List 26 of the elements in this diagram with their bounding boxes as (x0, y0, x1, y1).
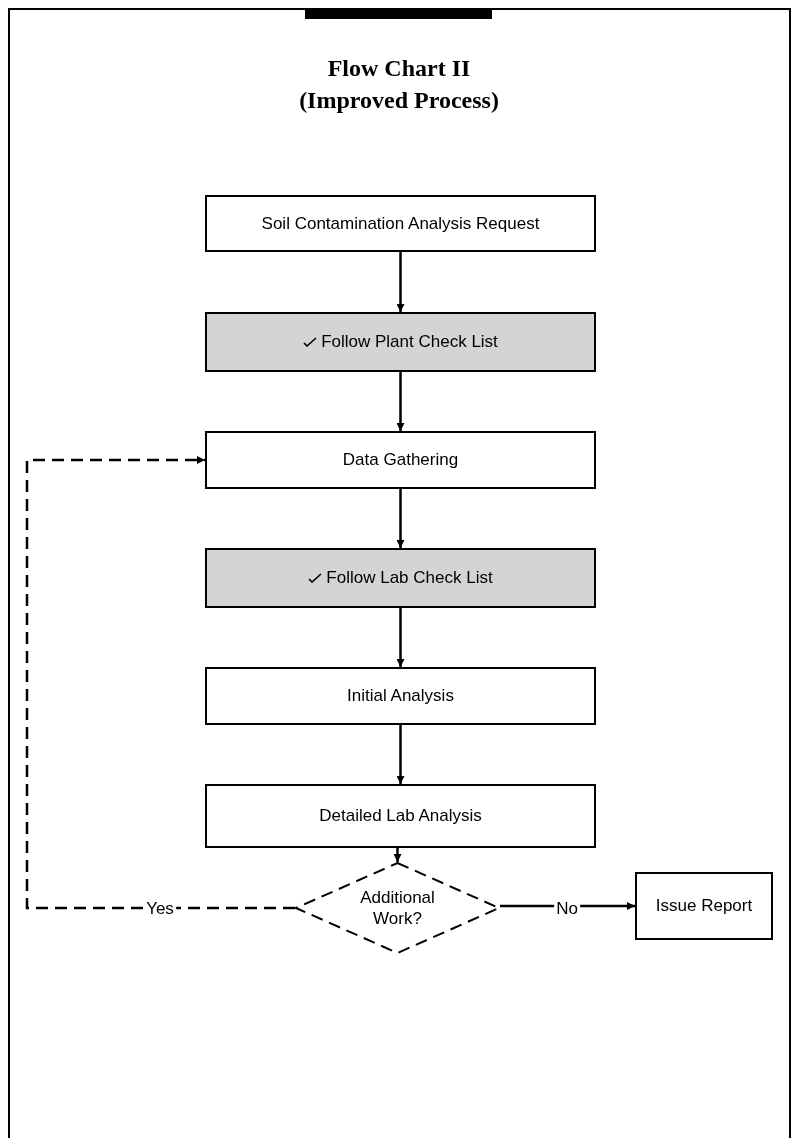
arrow (396, 725, 405, 784)
process-box (205, 667, 596, 725)
node-label: Follow Plant Check List (321, 331, 498, 353)
checklist-box (205, 312, 596, 372)
node-label: Follow Lab Check List (326, 567, 493, 589)
arrow (396, 372, 405, 431)
arrow (393, 848, 402, 862)
node-label: Additional Work? (359, 886, 436, 930)
arrow (25, 456, 295, 910)
decision-diamond (295, 862, 500, 954)
title: Flow Chart II (Improved Process) (298, 54, 500, 115)
edge-label: Yes (144, 899, 176, 917)
process-box (205, 431, 596, 489)
node-label: Detailed Lab Analysis (319, 805, 482, 827)
node-label: Issue Report (655, 895, 753, 917)
arrow (396, 608, 405, 667)
node-label: Initial Analysis (347, 685, 454, 707)
arrow (396, 252, 405, 312)
arrow (396, 489, 405, 548)
process-box (635, 872, 773, 940)
node-label: Data Gathering (342, 449, 459, 471)
node-label: Soil Contamination Analysis Request (261, 212, 540, 235)
process-box (205, 195, 596, 252)
checklist-box (205, 548, 596, 608)
process-box (205, 784, 596, 848)
edge-label: No (554, 899, 580, 917)
